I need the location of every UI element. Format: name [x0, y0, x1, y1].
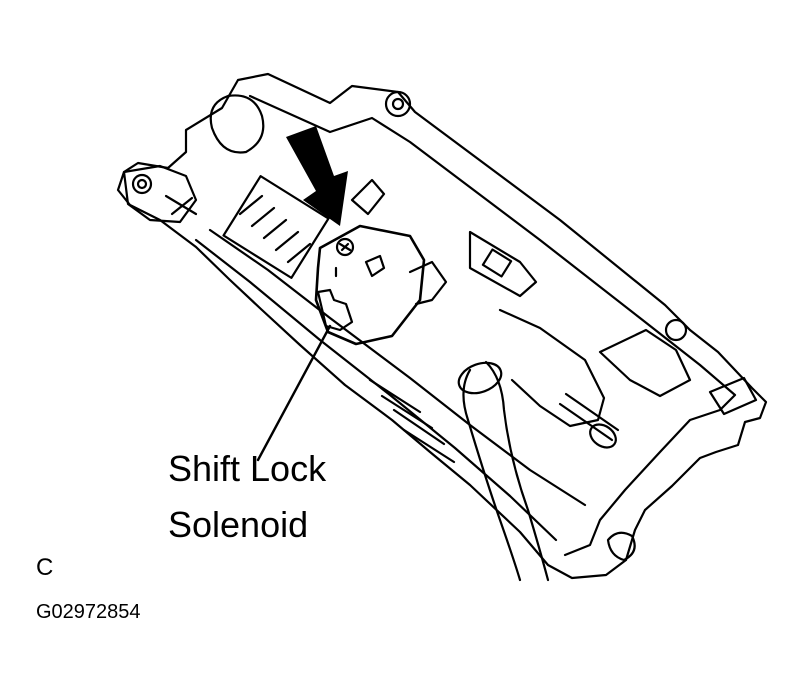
housing-outline: [116, 72, 768, 580]
right-boss: [664, 318, 688, 342]
solenoid-body: [314, 224, 426, 346]
view-letter: C: [36, 554, 54, 581]
housing-rail-upper: [208, 228, 587, 507]
lower-rail-detail: [368, 378, 456, 464]
solenoid-lower-bracket: [316, 288, 354, 332]
arrow-down-right-icon: [286, 126, 348, 226]
housing-inner-edge: [248, 94, 737, 557]
housing-rail-lower: [194, 238, 558, 542]
solenoid-screw: [335, 237, 355, 257]
figure-code: G02972854: [36, 601, 141, 623]
solenoid-screw-slot: [338, 242, 352, 252]
upper-boss: [384, 90, 412, 118]
shift-lever: [462, 368, 522, 582]
bracket-hole-inner: [136, 178, 148, 190]
rib-frame: [222, 175, 330, 279]
pivot-boss: [589, 423, 617, 449]
gate-window: [481, 248, 513, 278]
solenoid-connector: [408, 260, 448, 306]
detent-rod: [558, 392, 620, 442]
solenoid-plunger: [350, 178, 386, 216]
bracket-cross: [164, 194, 198, 216]
lever-collar: [457, 361, 503, 395]
lower-boss: [606, 531, 636, 562]
solenoid-face-detail: [334, 254, 386, 278]
shift-lever-side: [484, 360, 550, 582]
callout-label-line2: Solenoid: [168, 504, 309, 545]
callout-leader-line: [256, 324, 332, 462]
callout-label-line1: Shift Lock: [168, 448, 327, 489]
right-tab: [708, 376, 758, 416]
gate-slot: [468, 230, 538, 298]
bracket-hole: [131, 173, 153, 195]
upper-boss-inner: [391, 97, 405, 111]
ribs: [238, 194, 312, 264]
linkage-arm: [498, 308, 606, 428]
right-ribs: [598, 328, 692, 398]
left-bracket: [122, 164, 198, 224]
upper-cutout: [209, 94, 265, 154]
